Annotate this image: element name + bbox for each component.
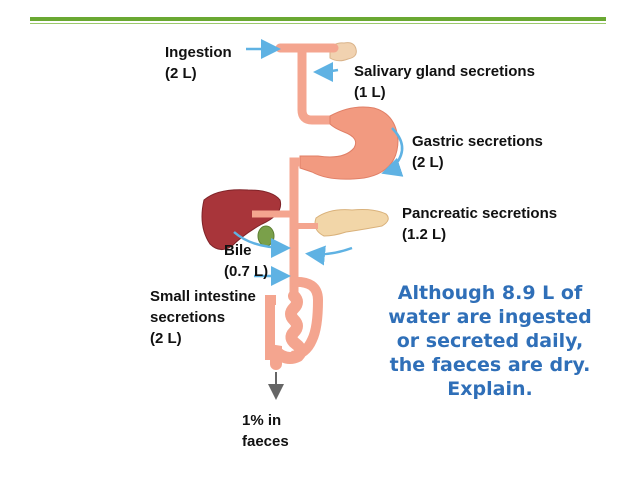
small-intestine-line2: secretions — [150, 309, 226, 326]
small-intestine-label: Small intestine secretions (2 L) — [150, 286, 256, 349]
salivary-amount: (1 L) — [354, 84, 386, 101]
liver-shape — [201, 189, 282, 250]
bile-amount: (0.7 L) — [224, 263, 269, 280]
pancreatic-arrow — [305, 245, 353, 266]
ingestion-amount: (2 L) — [165, 65, 197, 82]
question-line-1: Although 8.9 L of — [397, 282, 583, 304]
gastric-amount: (2 L) — [412, 154, 444, 171]
question-line-4: the faeces are dry. — [389, 354, 591, 376]
small-intestine-line1: Small intestine — [150, 288, 256, 305]
gastric-label: Gastric secretions (2 L) — [412, 131, 543, 173]
small-intestine — [269, 290, 307, 370]
ingestion-label: Ingestion (2 L) — [165, 42, 232, 84]
bile-label: Bile (0.7 L) — [224, 240, 268, 282]
stomach-shape — [299, 106, 399, 180]
salivary-label: Salivary gland secretions (1 L) — [354, 61, 535, 103]
gastric-name: Gastric secretions — [412, 133, 543, 150]
ingestion-name: Ingestion — [165, 44, 232, 61]
faeces-line2: faeces — [242, 433, 289, 450]
gastric-arrow — [381, 127, 404, 177]
salivary-arrow — [313, 61, 339, 82]
question-line-2: water are ingested — [388, 306, 592, 328]
accent-bar-thin — [30, 23, 606, 24]
esophagus — [297, 52, 340, 125]
pancreatic-name: Pancreatic secretions — [402, 205, 558, 222]
accent-bar — [30, 17, 606, 21]
small-intestine-amount: (2 L) — [150, 330, 182, 347]
pancreas-shape — [314, 209, 389, 237]
question-line-3: or secreted daily, — [396, 330, 584, 352]
pancreatic-label: Pancreatic secretions (1.2 L) — [402, 203, 557, 245]
question-text: Although 8.9 L of water are ingested or … — [373, 281, 607, 401]
salivary-name: Salivary gland secretions — [354, 63, 535, 80]
pancreatic-amount: (1.2 L) — [402, 226, 447, 243]
question-line-5: Explain. — [447, 378, 533, 400]
bile-name: Bile — [224, 242, 252, 259]
colon-right — [265, 295, 276, 360]
duodenum — [289, 157, 300, 300]
large-intestine — [291, 276, 324, 361]
faeces-label: 1% in faeces — [242, 410, 289, 452]
faeces-line1: 1% in — [242, 412, 282, 429]
bile-arrow — [233, 231, 291, 258]
